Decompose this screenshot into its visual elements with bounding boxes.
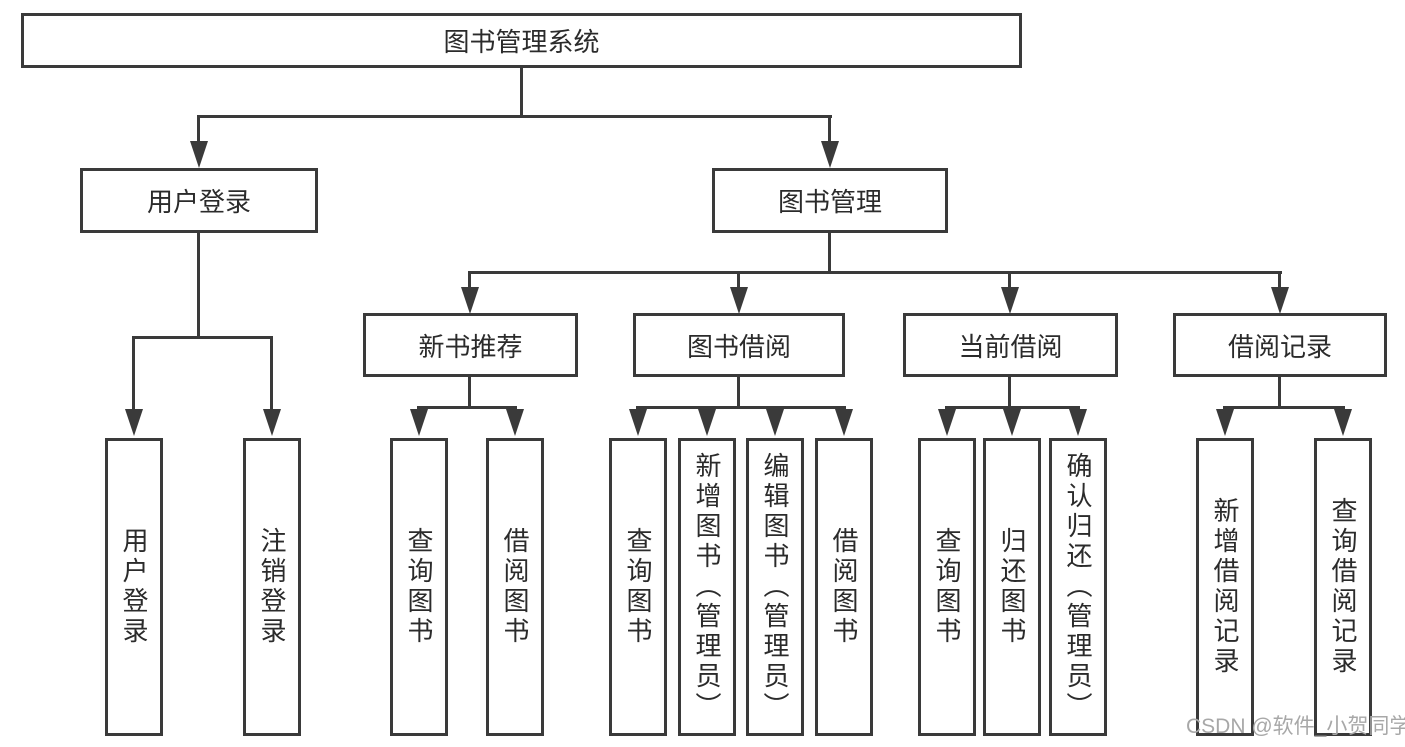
node-label: 新增借阅记录 — [1210, 497, 1240, 677]
node-label: 编辑图书（管理员） — [760, 452, 790, 722]
leaf-user-login: 用户登录 — [105, 438, 163, 736]
node-book-management: 图书管理 — [712, 168, 948, 233]
arrow-down-icon — [766, 409, 784, 436]
node-borrowing-records: 借阅记录 — [1173, 313, 1387, 377]
connector-line — [1223, 406, 1345, 409]
arrow-down-icon — [125, 409, 143, 436]
node-label: 确认归还（管理员） — [1063, 452, 1093, 722]
leaf-add-borrow-record: 新增借阅记录 — [1196, 438, 1254, 736]
connector-line — [945, 406, 1080, 409]
node-label: 借阅图书 — [500, 527, 530, 647]
node-label: 查询借阅记录 — [1328, 497, 1358, 677]
arrow-down-icon — [698, 409, 716, 436]
node-label: 借阅图书 — [829, 527, 859, 647]
node-label: 用户登录 — [146, 187, 251, 217]
connector-line — [197, 231, 200, 339]
arrow-down-icon — [190, 141, 208, 168]
node-user-login: 用户登录 — [80, 168, 318, 233]
connector-line — [737, 271, 740, 289]
node-label: 用户登录 — [119, 527, 149, 647]
leaf-logout: 注销登录 — [243, 438, 301, 736]
arrow-down-icon — [1001, 287, 1019, 314]
connector-line — [197, 115, 200, 143]
node-label: 注销登录 — [257, 527, 287, 647]
leaf-query-books-borrowing: 查询图书 — [609, 438, 667, 736]
connector-line — [132, 336, 273, 339]
arrow-down-icon — [461, 287, 479, 314]
node-book-borrowing: 图书借阅 — [633, 313, 845, 377]
connector-line — [828, 115, 831, 143]
leaf-borrow-books-recommend: 借阅图书 — [486, 438, 544, 736]
leaf-confirm-return-admin: 确认归还（管理员） — [1049, 438, 1107, 736]
connector-line — [737, 375, 740, 409]
arrow-down-icon — [1069, 409, 1087, 436]
node-label: 归还图书 — [997, 527, 1027, 647]
node-current-borrowing: 当前借阅 — [903, 313, 1118, 377]
connector-line — [132, 336, 135, 410]
leaf-query-borrow-record: 查询借阅记录 — [1314, 438, 1372, 736]
connector-line — [1008, 375, 1011, 409]
node-label: 图书管理系统 — [443, 27, 600, 57]
node-new-book-recommendation: 新书推荐 — [363, 313, 578, 377]
arrow-down-icon — [938, 409, 956, 436]
connector-line — [468, 271, 1282, 274]
connector-line — [1008, 271, 1011, 289]
arrow-down-icon — [506, 409, 524, 436]
arrow-down-icon — [821, 141, 839, 168]
arrow-down-icon — [1216, 409, 1234, 436]
arrow-down-icon — [730, 287, 748, 314]
connector-line — [1278, 271, 1281, 289]
node-label: 查询图书 — [623, 527, 653, 647]
arrow-down-icon — [629, 409, 647, 436]
arrow-down-icon — [263, 409, 281, 436]
connector-line — [468, 271, 471, 289]
arrow-down-icon — [1271, 287, 1289, 314]
connector-line — [417, 406, 517, 409]
node-label: 当前借阅 — [958, 331, 1063, 362]
leaf-edit-books-admin: 编辑图书（管理员） — [746, 438, 804, 736]
node-label: 借阅记录 — [1227, 331, 1332, 362]
arrow-down-icon — [1003, 409, 1021, 436]
arrow-down-icon — [410, 409, 428, 436]
csdn-watermark: CSDN @软件_小贺同学 — [1186, 715, 1405, 738]
connector-line — [197, 115, 832, 118]
connector-line — [636, 406, 846, 409]
arrow-down-icon — [835, 409, 853, 436]
leaf-borrow-books-borrowing: 借阅图书 — [815, 438, 873, 736]
leaf-query-books-current: 查询图书 — [918, 438, 976, 736]
node-label: 图书管理 — [777, 187, 882, 217]
connector-line — [828, 231, 831, 274]
node-label: 查询图书 — [404, 527, 434, 647]
node-label: 图书借阅 — [686, 331, 791, 362]
connector-line — [520, 66, 523, 118]
connector-line — [468, 375, 471, 409]
leaf-query-books-recommend: 查询图书 — [390, 438, 448, 736]
node-label: 查询图书 — [932, 527, 962, 647]
node-label: 新书推荐 — [418, 331, 523, 362]
connector-line — [1278, 375, 1281, 409]
connector-line — [270, 336, 273, 410]
node-label: 新增图书（管理员） — [692, 452, 722, 722]
arrow-down-icon — [1334, 409, 1352, 436]
leaf-add-books-admin: 新增图书（管理员） — [678, 438, 736, 736]
node-library-management-system: 图书管理系统 — [21, 13, 1022, 68]
leaf-return-books: 归还图书 — [983, 438, 1041, 736]
